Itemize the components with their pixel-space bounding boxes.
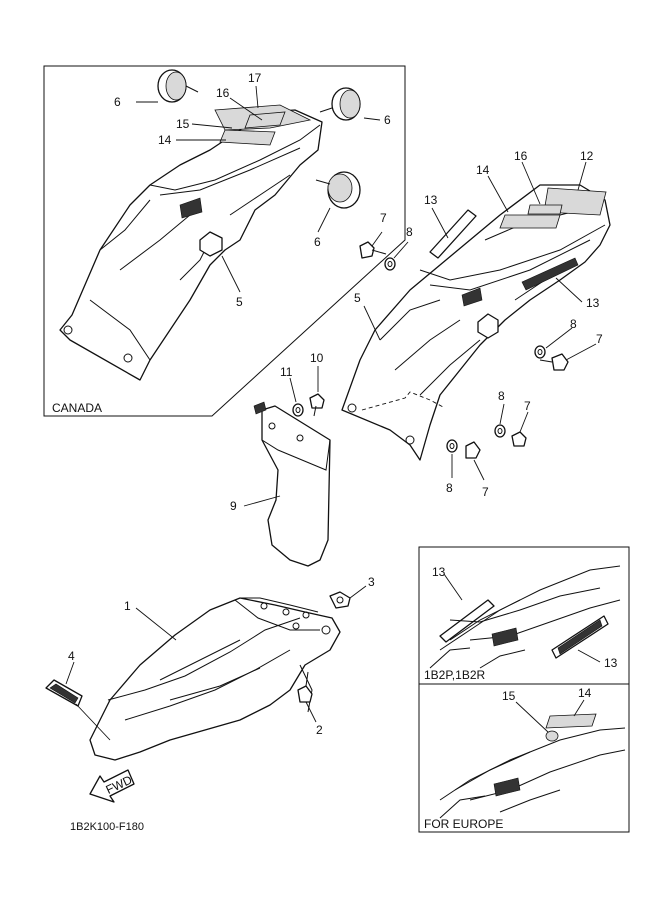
canada-inset: CANADA (43, 65, 406, 417)
callout-8: 8 (406, 225, 413, 239)
model-inset: 1B2P,1B2R 13 13 (418, 546, 630, 685)
callout-13: 13 (604, 656, 618, 670)
callout-10: 10 (310, 351, 324, 365)
callout-7: 7 (380, 211, 387, 225)
europe-label: FOR EUROPE (424, 817, 503, 831)
canada-inset-frame (43, 65, 406, 417)
callout-12: 12 (580, 149, 594, 163)
europe-inset: FOR EUROPE 15 14 (418, 683, 630, 833)
callout-15: 15 (176, 117, 190, 131)
bolt-7-lower (465, 441, 481, 459)
callout-8: 8 (498, 389, 505, 403)
canada-plug-right (319, 87, 361, 121)
callout-11: 11 (280, 365, 293, 379)
callout-14: 14 (158, 133, 172, 147)
callout-3: 3 (368, 575, 375, 589)
fwd-arrow: FWD (89, 769, 135, 803)
callout-7: 7 (524, 399, 531, 413)
canada-plug-left (157, 69, 199, 103)
screw-10 (309, 393, 325, 417)
callout-16: 16 (514, 149, 528, 163)
model-inset-frame (418, 546, 630, 685)
canada-plug-lower (315, 171, 361, 209)
callout-6: 6 (114, 95, 121, 109)
callout-15: 15 (502, 689, 516, 703)
callout-17: 17 (248, 71, 262, 85)
callout-7: 7 (596, 332, 603, 346)
callout-7: 7 (482, 485, 489, 499)
washer-8-mid (494, 424, 506, 438)
canada-label: CANADA (52, 401, 102, 415)
callout-13: 13 (586, 296, 600, 310)
screw-2 (297, 671, 313, 703)
callout-8: 8 (446, 481, 453, 495)
diagram-code: 1B2K100-F180 (70, 821, 144, 833)
decal-13-strip (429, 209, 477, 259)
europe-inset-frame (418, 683, 630, 833)
callout-5: 5 (354, 291, 361, 305)
front-fender (89, 597, 341, 761)
callout-14: 14 (476, 163, 490, 177)
nut-3 (329, 591, 351, 609)
callout-2: 2 (316, 723, 323, 737)
washer-8-lower (446, 439, 458, 453)
bolt-7-right (539, 353, 569, 371)
model-label: 1B2P,1B2R (424, 668, 485, 682)
rear-fender (341, 184, 611, 461)
callout-16: 16 (216, 86, 230, 100)
callout-5: 5 (236, 295, 243, 309)
bolt-7-upper (359, 241, 387, 259)
bolt-7-mid (511, 431, 527, 447)
fwd-label: FWD (104, 773, 135, 797)
callout-6: 6 (384, 113, 391, 127)
washer-8-upper (384, 257, 396, 271)
callout-4: 4 (68, 649, 75, 663)
callout-13: 13 (432, 565, 446, 579)
mud-flap (253, 401, 331, 567)
washer-8-right (534, 345, 546, 359)
decal-4 (45, 679, 83, 707)
callout-13: 13 (424, 193, 438, 207)
callout-6: 6 (314, 235, 321, 249)
callout-1: 1 (124, 599, 131, 613)
washer-11 (292, 403, 304, 417)
canada-rear-fender (59, 104, 323, 381)
callout-14: 14 (578, 686, 592, 700)
callout-9: 9 (230, 499, 237, 513)
callout-8: 8 (570, 317, 577, 331)
